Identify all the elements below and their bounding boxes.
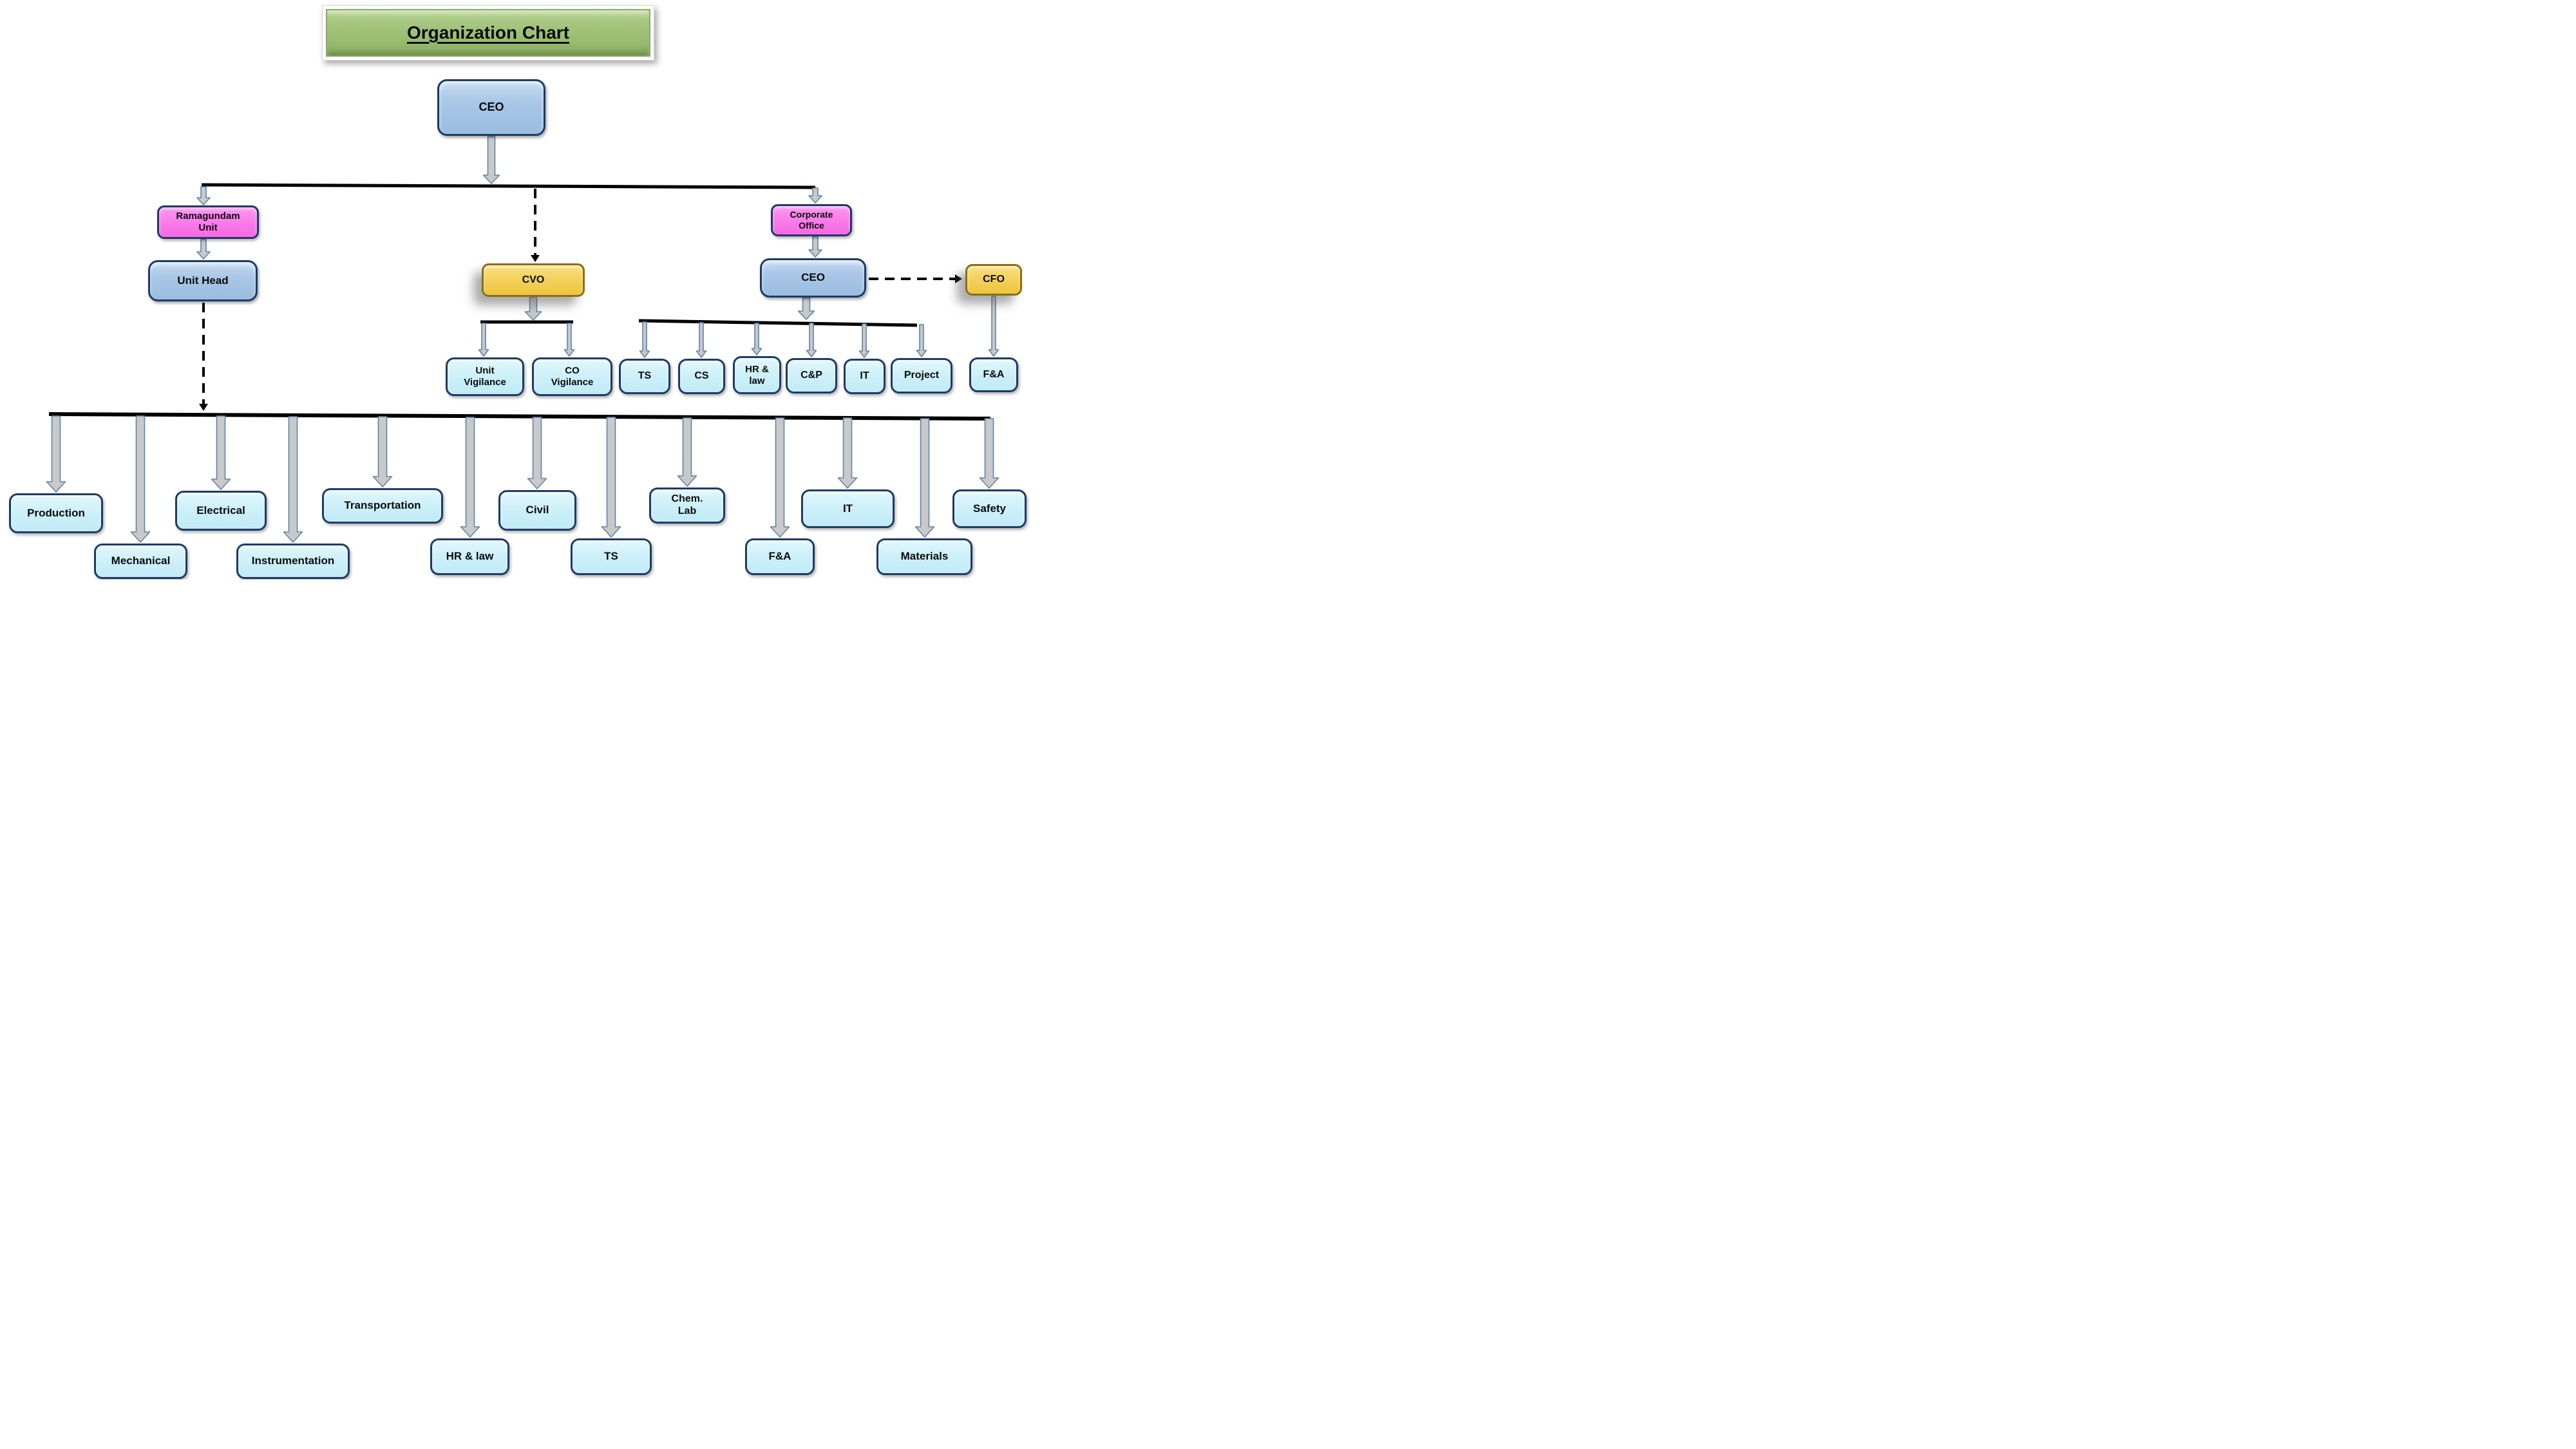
node-mechanical: Mechanical — [94, 544, 187, 579]
node-it-unit: IT — [801, 489, 895, 528]
arrow-to-production — [46, 415, 66, 493]
node-unit-vigilance: Unit Vigilance — [446, 357, 524, 396]
arrow-to-fa-unit — [770, 417, 790, 538]
arrow-to-ts-corp — [639, 321, 650, 358]
node-chem-lab: Chem. Lab — [649, 488, 725, 524]
node-cp-corp: C&P — [786, 358, 837, 393]
node-cs-corp: CS — [678, 359, 725, 394]
arrow-to-it-corp — [858, 323, 870, 358]
arrow-to-materials — [914, 418, 935, 538]
chart-title: Organization Chart — [406, 23, 569, 43]
node-hr-law-unit: HR & law — [430, 538, 509, 575]
node-fa-unit: F&A — [745, 538, 815, 575]
arrow-to-cs-corp — [696, 322, 707, 358]
arrow-ramagundam-to-unithead — [196, 239, 211, 260]
arrow-corpoffice-to-ceo — [808, 236, 822, 258]
arrow-to-unit-vigilance — [478, 323, 489, 357]
arrow-to-project-corp — [916, 324, 927, 357]
connector-layer — [46, 136, 999, 543]
node-ts-corp: TS — [619, 359, 670, 394]
node-transportation: Transportation — [322, 488, 443, 524]
arrow-to-hr-law-corp — [751, 323, 762, 355]
node-ts-unit: TS — [571, 538, 652, 575]
line-unit-branch — [48, 412, 991, 421]
node-fa-corp: F&A — [969, 357, 1018, 392]
node-safety: Safety — [952, 489, 1027, 528]
line-corporate-branch — [638, 319, 918, 327]
arrow-to-cp-corp — [806, 323, 817, 357]
arrow-to-hr-law-unit — [460, 417, 480, 538]
arrow-to-electrical — [211, 415, 231, 490]
dashed-head-ceo-to-cfo — [955, 274, 962, 283]
node-co-vigilance: CO Vigilance — [532, 357, 612, 396]
node-ramagundam-unit: Ramagundam Unit — [157, 205, 259, 239]
node-project-corp: Project — [891, 358, 952, 393]
title-banner-inner: Organization Chart — [326, 9, 650, 57]
arrow-ceo-down — [482, 136, 500, 184]
node-civil: Civil — [498, 490, 576, 531]
node-corporate-office: Corporate Office — [771, 204, 852, 236]
arrow-to-chem-lab — [677, 417, 697, 487]
node-instrumentation: Instrumentation — [236, 544, 350, 579]
node-materials: Materials — [876, 538, 972, 575]
arrow-ceo-corporate-down — [797, 298, 815, 320]
arrow-to-safety — [979, 418, 999, 489]
node-it-corp: IT — [844, 359, 886, 394]
dashed-head-branch-to-cvo — [531, 255, 540, 262]
arrow-cvo-down — [524, 297, 542, 321]
arrow-to-ramagundam — [196, 186, 211, 205]
node-electrical: Electrical — [175, 491, 267, 531]
arrow-to-it-unit — [837, 417, 858, 489]
node-ceo-corporate: CEO — [760, 258, 866, 298]
dashed-head-unithead-to-unit — [199, 404, 208, 411]
arrow-to-mechanical — [130, 415, 151, 543]
arrow-to-ts-unit — [601, 417, 621, 538]
arrow-to-corporate-office — [808, 187, 822, 204]
title-banner: Organization Chart — [322, 5, 654, 61]
arrow-to-co-vigilance — [564, 323, 575, 357]
node-cvo: CVO — [482, 263, 585, 297]
arrow-to-civil — [527, 417, 547, 489]
arrow-to-instrumentation — [283, 416, 303, 543]
arrow-cfo-to-fa — [988, 296, 999, 357]
arrow-to-transportation — [372, 416, 393, 488]
line-top-branch — [201, 183, 816, 189]
node-unit-head: Unit Head — [148, 260, 258, 301]
node-ceo-top: CEO — [437, 79, 545, 136]
node-production: Production — [9, 493, 103, 533]
node-hr-law-corp: HR & law — [733, 356, 781, 394]
node-cfo: CFO — [965, 264, 1022, 296]
